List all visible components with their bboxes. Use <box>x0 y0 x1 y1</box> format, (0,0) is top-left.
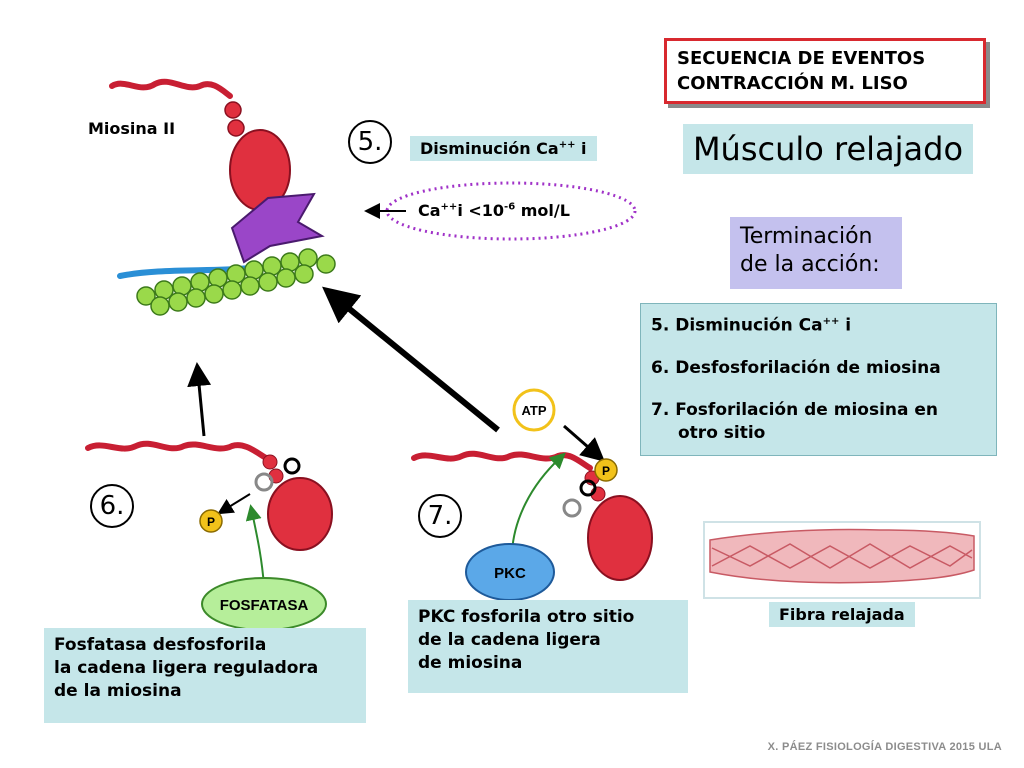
calcium-concentration-ellipse <box>385 181 637 241</box>
step-6: 6. Desfosforilación de miosina <box>651 357 941 378</box>
step-number-6: 6. <box>90 484 134 528</box>
sequence-title-line1: SECUENCIA DE EVENTOS <box>677 48 926 69</box>
atp-arrow <box>563 424 606 462</box>
panel6-phosphate-label: P <box>207 515 215 529</box>
step-number-5: 5. <box>348 120 392 164</box>
myosin-ii-label: Miosina II <box>88 119 176 138</box>
actin-filament <box>136 248 336 316</box>
panel6-to-panel5-arrow <box>187 362 212 437</box>
sequence-title-line2: CONTRACCIÓN M. LISO <box>677 73 908 94</box>
phosphatase-enzyme: FOSFATASA <box>201 577 327 631</box>
step-7: 7. Fosforilación de miosina en otro siti… <box>651 399 939 443</box>
termination-line1: Terminación <box>740 224 873 249</box>
phosphatase-label: FOSFATASA <box>220 597 309 614</box>
relaxed-muscle-title: Músculo relajado <box>683 124 973 174</box>
relaxed-fiber-label: Fibra relajada <box>769 602 915 627</box>
tropomyosin-complex <box>230 192 325 264</box>
dephosphorylation-arrow <box>217 493 251 515</box>
step-number-7: 7. <box>418 494 462 538</box>
footer-credit: X. PÁEZ FISIOLOGÍA DIGESTIVA 2015 ULA <box>767 741 1002 753</box>
panel6-myosin <box>85 440 333 551</box>
termination-line2: de la acción: <box>740 252 880 277</box>
atp-molecule: ATP <box>512 388 556 432</box>
pkc-arrow <box>511 452 566 553</box>
relaxed-fiber-illustration <box>703 521 981 599</box>
myosin-tail <box>109 78 233 99</box>
sequence-title-box: SECUENCIA DE EVENTOS CONTRACCIÓN M. LISO <box>664 38 986 104</box>
myosin-neck-bead <box>224 101 242 119</box>
calcium-concentration-text: Ca++i <10-6 mol/L <box>418 201 570 220</box>
panel7-myosin <box>411 450 653 581</box>
pkc-label: PKC <box>494 565 526 582</box>
panel7-to-panel5-arrow <box>322 286 500 433</box>
panel7-caption: PKC fosforila otro sitio de la cadena li… <box>408 600 688 693</box>
termination-box: Terminación de la acción: <box>730 217 902 289</box>
calcium-decrease-chip: Disminución Ca++ i <box>410 136 597 161</box>
phosphatase-arrow <box>245 504 265 587</box>
panel7-phosphate-label: P <box>602 464 610 478</box>
step-5: 5. Disminución Ca++ i <box>651 315 852 336</box>
light-chain-site <box>254 472 274 492</box>
termination-steps-list: 5. Disminución Ca++ i 6. Desfosforilació… <box>640 303 997 456</box>
phosphorylation-site <box>283 457 301 475</box>
panel6-phosphate: P <box>199 509 223 533</box>
panel6-caption: Fosfatasa desfosforila la cadena ligera … <box>44 628 366 723</box>
myosin-neck-bead <box>227 119 245 137</box>
atp-label: ATP <box>521 403 546 418</box>
panel7-phosphate: P <box>594 458 618 482</box>
pkc-enzyme: PKC <box>465 543 555 601</box>
myosin-ii-molecule <box>109 78 325 279</box>
